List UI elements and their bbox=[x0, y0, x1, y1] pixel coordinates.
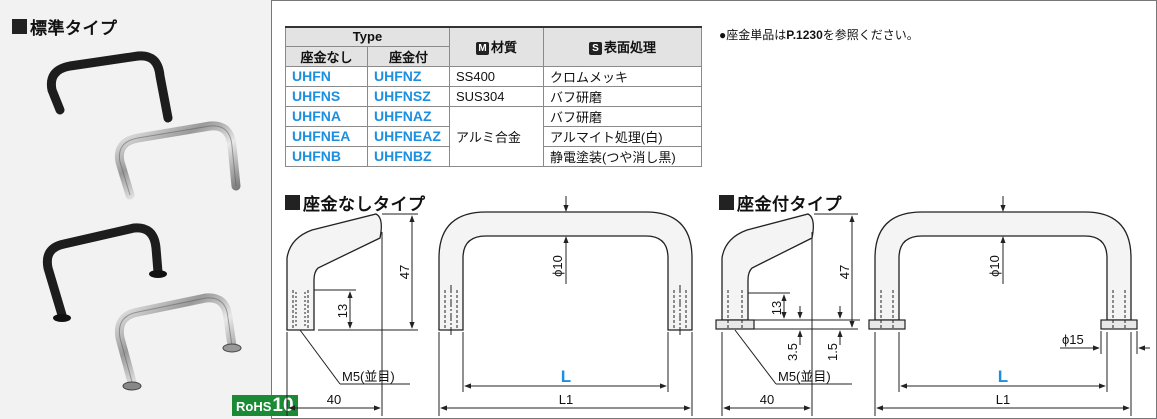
dim-depth: 40 bbox=[327, 392, 341, 407]
dim-thread: M5(並目) bbox=[342, 369, 395, 384]
dim-height: 47 bbox=[837, 265, 852, 279]
product-photo-panel: 標準タイプ RoHS 10 bbox=[0, 0, 298, 419]
no-washer-side-view bbox=[286, 213, 418, 416]
no-washer-col-header: 座金なし bbox=[285, 45, 368, 67]
material-mark-icon: M bbox=[475, 42, 489, 56]
square-bullet-icon bbox=[285, 195, 300, 210]
page-reference: P.1230 bbox=[786, 28, 823, 42]
surface-cell: アルマイト処理(白) bbox=[543, 125, 702, 147]
dim-length-total: L1 bbox=[559, 392, 573, 407]
square-bullet-icon bbox=[12, 19, 27, 34]
no-washer-type-heading: 座金なしタイプ bbox=[285, 190, 426, 215]
dim-length-var: L bbox=[561, 367, 571, 386]
washer-front-view bbox=[868, 196, 1150, 416]
part-code: UHFNEA bbox=[285, 125, 368, 147]
washer-side-view bbox=[715, 213, 860, 416]
no-washer-front-view bbox=[438, 196, 693, 416]
dim-washer-diameter: ϕ15 bbox=[1062, 332, 1084, 347]
black-handle-photo bbox=[46, 51, 173, 123]
handle-photo-illustrations bbox=[42, 51, 242, 391]
part-code: UHFNEAZ bbox=[367, 125, 450, 147]
dim-diameter: ϕ10 bbox=[550, 255, 565, 277]
dim-diameter: ϕ10 bbox=[987, 255, 1002, 277]
washer-reference-note: ●座金単品はP.1230を参照ください。 bbox=[719, 28, 919, 42]
dim-thread-depth: 13 bbox=[769, 301, 784, 315]
table-row: UHFNA UHFNAZ アルミ合金 バフ研磨 bbox=[285, 105, 702, 167]
dim-height: 47 bbox=[397, 265, 412, 279]
dim-thread-depth: 13 bbox=[335, 304, 350, 318]
surface-mark-icon: S bbox=[588, 42, 602, 56]
material-cell: アルミ合金 bbox=[449, 105, 544, 167]
dim-length-var: L bbox=[998, 367, 1008, 386]
dim-length-total: L1 bbox=[996, 392, 1010, 407]
surface-cell: バフ研磨 bbox=[543, 105, 702, 127]
material-cell: SS400 bbox=[449, 65, 544, 87]
table-row: UHFNB UHFNBZ 静電塗装(つや消し黒) bbox=[285, 145, 702, 167]
dim-washer-gap: 1.5 bbox=[825, 343, 840, 361]
part-code: UHFNB bbox=[285, 145, 368, 167]
washer-type-heading: 座金付タイプ bbox=[719, 190, 842, 215]
dim-thread: M5(並目) bbox=[778, 369, 831, 384]
standard-type-heading: 標準タイプ bbox=[12, 14, 118, 39]
surface-cell: 静電塗装(つや消し黒) bbox=[543, 145, 702, 167]
part-code: UHFNBZ bbox=[367, 145, 450, 167]
rohs-badge: RoHS 10 bbox=[232, 395, 298, 416]
type-header: Type bbox=[285, 26, 450, 47]
dim-depth: 40 bbox=[760, 392, 774, 407]
table-row: UHFNEA UHFNEAZ アルマイト処理(白) bbox=[285, 125, 702, 147]
dim-washer-thickness: 3.5 bbox=[785, 343, 800, 361]
washer-col-header: 座金付 bbox=[367, 45, 450, 67]
square-bullet-icon bbox=[719, 195, 734, 210]
black-washer-handle-photo bbox=[42, 223, 163, 320]
